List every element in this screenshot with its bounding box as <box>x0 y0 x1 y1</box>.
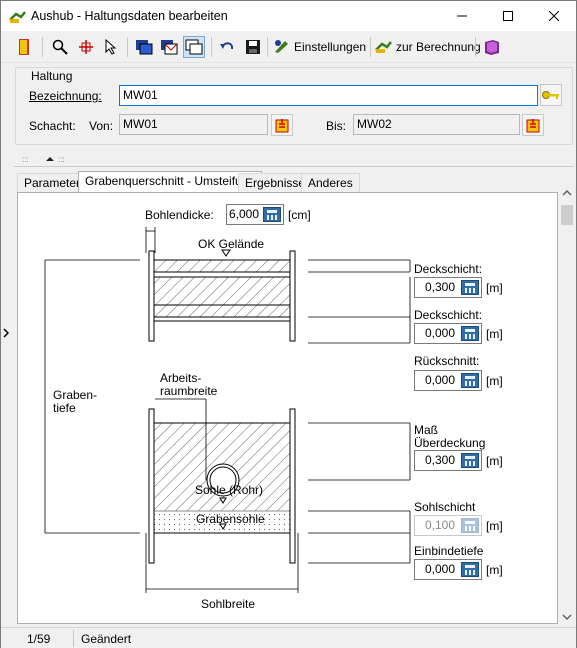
mass-ueberdeckung-input[interactable]: 0,300 <box>414 450 482 471</box>
grabenquerschnitt-panel: Bohlendicke: 6,000 [cm] OK Gelände Grabe… <box>17 192 558 624</box>
bezeichnung-label: Bezeichnung: <box>29 89 102 103</box>
excavator-icon <box>9 8 27 27</box>
dimension-lines <box>44 227 411 593</box>
calculator-icon[interactable] <box>461 562 479 577</box>
unit-m: [m] <box>486 454 503 468</box>
rueckschnitt-label: Rückschnitt: <box>414 354 480 368</box>
mass-label-line1: Maß <box>414 423 438 437</box>
sohlschicht-input[interactable]: 0,100 <box>414 515 482 536</box>
unit-m: [m] <box>486 519 503 533</box>
trench-cross-section-diagram <box>44 227 411 593</box>
sohlschicht-label: Sohlschicht <box>414 500 476 514</box>
arbeitsraum-label-line2: raumbreite <box>160 384 218 398</box>
einstellungen-button[interactable]: Einstellungen <box>273 36 366 58</box>
haltung-legend: Haltung <box>28 69 76 83</box>
haltung-group: Haltung Bezeichnung: MW01 Schacht: Von: … <box>15 59 573 145</box>
calculation-icon <box>375 38 393 57</box>
bohlendicke-unit: [cm] <box>288 208 311 222</box>
unit-m: [m] <box>486 563 503 577</box>
deckschicht2-label: Deckschicht: <box>414 308 483 322</box>
status-bar: 1/59 Geändert <box>1 627 576 648</box>
calculator-icon <box>461 518 479 533</box>
toolbar: Einstellungen zur Berechnung <box>1 31 576 63</box>
bezeichnung-field[interactable]: MW01 <box>119 85 538 106</box>
window-title: Aushub - Haltungsdaten bearbeiten <box>31 9 228 23</box>
deckschicht1-input[interactable]: 0,300 <box>414 277 482 298</box>
rueckschnitt-input[interactable]: 0,000 <box>414 370 482 391</box>
maximize-button[interactable] <box>485 1 531 31</box>
grabentiefe-label-line1: Graben- <box>53 388 98 402</box>
bis-field[interactable]: MW02 <box>353 114 520 135</box>
record-position: 1/59 <box>27 632 51 646</box>
ok-gelaende-label: OK Gelände <box>198 237 265 251</box>
tab-bar: Parameter Grabenquerschnitt - Umsteifung… <box>17 171 558 193</box>
schacht-label: Schacht: <box>29 119 76 133</box>
sohle-rohr-label: Sohle (Rohr) <box>195 483 264 497</box>
grabentiefe-label-line2: tiefe <box>53 401 76 415</box>
collapse-arrow-icon[interactable] <box>3 327 10 341</box>
arbeitsraum-label-line1: Arbeits- <box>160 371 202 385</box>
key-icon[interactable] <box>540 84 562 106</box>
svg-text::::: ::: <box>58 155 65 164</box>
calculator-icon[interactable] <box>263 207 281 222</box>
title-bar: Aushub - Haltungsdaten bearbeiten <box>1 1 576 31</box>
vertical-scrollbar[interactable] <box>559 185 575 625</box>
bohlendicke-input[interactable]: 6,000 <box>226 204 284 225</box>
tab-ergebnisse[interactable]: Ergebnisse <box>238 173 313 193</box>
sheet-piling <box>148 250 296 564</box>
scrollbar-thumb[interactable] <box>561 205 573 225</box>
help-book-icon[interactable] <box>481 36 503 58</box>
einbindetiefe-input[interactable]: 0,000 <box>414 559 482 580</box>
minimize-button[interactable] <box>439 1 485 31</box>
close-button[interactable] <box>531 1 577 31</box>
calculator-icon[interactable] <box>461 280 479 295</box>
panel-splitter[interactable]: :::::: <box>14 151 574 167</box>
bis-label: Bis: <box>326 119 347 133</box>
window-copy-icon[interactable] <box>183 36 205 58</box>
von-field[interactable]: MW01 <box>119 114 268 135</box>
deckschicht1-label: Deckschicht: <box>414 262 483 276</box>
save-icon[interactable] <box>242 36 264 58</box>
mail-window-icon[interactable] <box>158 36 180 58</box>
einbindetiefe-label: Einbindetiefe <box>414 544 484 558</box>
zur-berechnung-button[interactable]: zur Berechnung <box>375 36 481 58</box>
deckschicht2-input[interactable]: 0,000 <box>414 323 482 344</box>
edit-state: Geändert <box>81 632 132 646</box>
mass-label-line2: Überdeckung <box>414 436 486 450</box>
exit-door-icon[interactable] <box>13 36 35 58</box>
zoom-icon[interactable] <box>49 36 71 58</box>
undo-icon[interactable] <box>216 36 238 58</box>
unit-m: [m] <box>486 281 503 295</box>
von-label: Von: <box>89 119 114 133</box>
crosshair-icon[interactable] <box>75 36 97 58</box>
tab-parameter[interactable]: Parameter <box>17 173 88 193</box>
calculator-icon[interactable] <box>461 326 479 341</box>
tab-grabenquerschnitt[interactable]: Grabenquerschnitt - Umsteifung <box>78 171 263 193</box>
tab-anderes[interactable]: Anderes <box>301 173 360 193</box>
sohlbreite-label: Sohlbreite <box>201 597 256 611</box>
calculator-icon[interactable] <box>461 453 479 468</box>
schacht-von-picker-icon[interactable] <box>271 114 293 136</box>
grabensohle-label: Grabensohle <box>196 512 265 526</box>
svg-text::::: ::: <box>22 155 29 164</box>
windows-icon[interactable] <box>133 36 155 58</box>
pointer-icon[interactable] <box>100 36 122 58</box>
bohlendicke-label: Bohlendicke: <box>145 208 214 222</box>
unit-m: [m] <box>486 374 503 388</box>
schacht-bis-picker-icon[interactable] <box>522 114 544 136</box>
calculator-icon[interactable] <box>461 373 479 388</box>
unit-m: [m] <box>486 327 503 341</box>
settings-pen-icon <box>273 38 291 57</box>
